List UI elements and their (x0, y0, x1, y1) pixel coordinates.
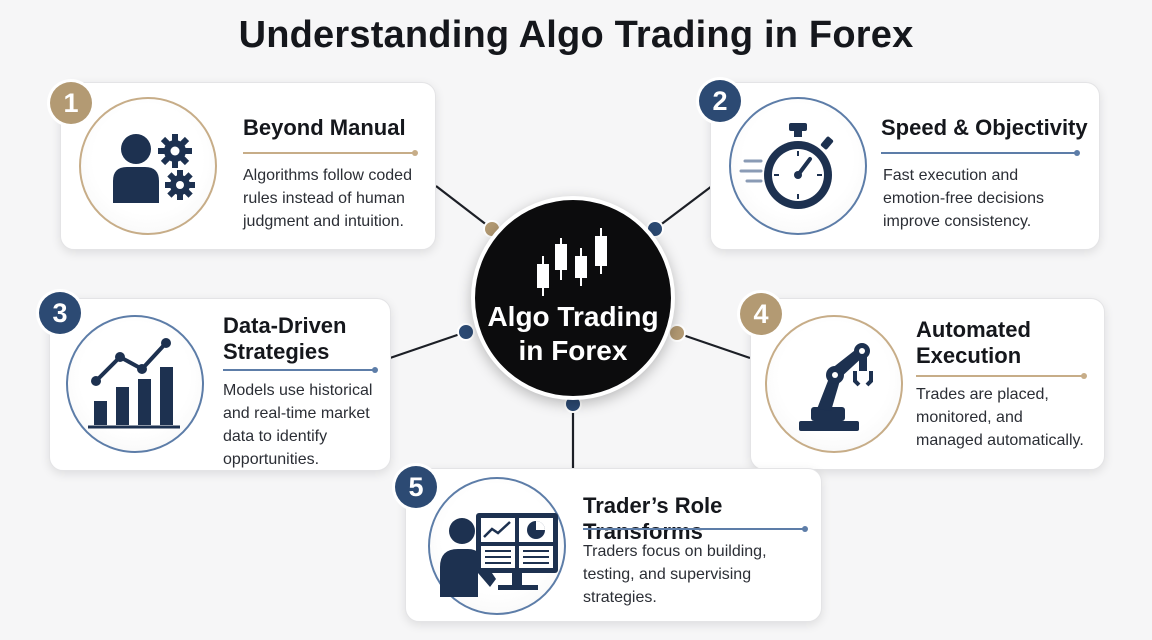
step-badge-3: 3 (39, 292, 81, 334)
card-description: Traders focus on building, testing, and … (583, 543, 767, 606)
card-description: Trades are placed, monitored, and manage… (916, 386, 1084, 449)
central-hub: Algo Trading in Forex (471, 196, 675, 400)
trader-monitor-icon (428, 477, 566, 615)
card-description: Models use historical and real-time mark… (223, 382, 373, 468)
candlestick-icon (537, 228, 607, 296)
card-traders-role: Trader’s Role Transforms Traders focus o… (405, 468, 822, 622)
card-description: Algorithms follow coded rules instead of… (243, 167, 412, 230)
card-data-driven: Data-Driven Strategies Models use histor… (49, 298, 391, 471)
step-badge-5: 5 (395, 466, 437, 508)
stopwatch-icon (729, 97, 867, 235)
card-automated-execution: Automated Execution Trades are placed, m… (750, 298, 1105, 470)
step-badge-1: 1 (50, 82, 92, 124)
card-divider (583, 526, 808, 532)
card-title: Automated Execution (916, 317, 1031, 368)
person-gears-icon (79, 97, 217, 235)
card-divider (916, 373, 1087, 379)
card-beyond-manual: Beyond Manual Algorithms follow coded ru… (60, 82, 436, 250)
step-badge-4: 4 (740, 293, 782, 335)
hub-label: Algo Trading in Forex (487, 301, 659, 366)
card-title: Speed & Objectivity (881, 115, 1088, 140)
step-badge-2: 2 (699, 80, 741, 122)
bar-chart-trend-icon (66, 315, 204, 453)
card-divider (243, 150, 418, 156)
robot-arm-icon (765, 315, 903, 453)
card-divider (223, 367, 378, 373)
card-divider (881, 150, 1080, 156)
card-title: Data-Driven Strategies (223, 313, 347, 364)
connector-dot-4 (668, 324, 686, 342)
card-title: Trader’s Role Transforms (583, 493, 723, 544)
card-title: Beyond Manual (243, 115, 406, 140)
card-description: Fast execution and emotion-free decision… (883, 167, 1044, 230)
connector-dot-3 (457, 323, 475, 341)
page-title: Understanding Algo Trading in Forex (238, 14, 914, 56)
card-speed-objectivity: Speed & Objectivity Fast execution and e… (710, 82, 1100, 250)
